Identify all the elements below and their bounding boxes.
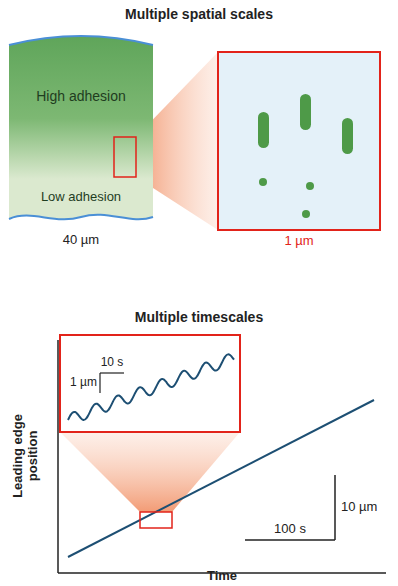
scale-bar — [99, 373, 100, 393]
scale-bar — [100, 372, 124, 373]
scale-bar — [245, 539, 335, 541]
panel-title: Multiple timescales — [135, 309, 263, 325]
scale-label: 10 s — [101, 356, 124, 370]
scale-label: 1 µm — [70, 376, 97, 390]
zoom-box — [218, 52, 380, 230]
inset-box — [60, 335, 240, 432]
scale-bar — [334, 475, 336, 540]
scale-label: 100 s — [274, 522, 306, 537]
scale-label: 10 µm — [341, 500, 377, 515]
axis-title: Time — [207, 569, 237, 584]
axis-title: Leading edge position — [11, 411, 41, 501]
dimension: 40 µm — [63, 233, 99, 248]
region-label: Low adhesion — [8, 189, 154, 204]
y-axis — [57, 340, 59, 573]
adhesion-sites — [258, 94, 353, 218]
region-label: High adhesion — [8, 88, 154, 104]
zoom-fan — [60, 432, 240, 512]
dimension: 1 µm — [284, 234, 313, 249]
panel-title: Multiple spatial scales — [125, 6, 273, 22]
zoom-marker — [140, 512, 172, 528]
oscillating-trace — [68, 354, 234, 420]
cell-region: High adhesionLow adhesion — [8, 33, 154, 228]
